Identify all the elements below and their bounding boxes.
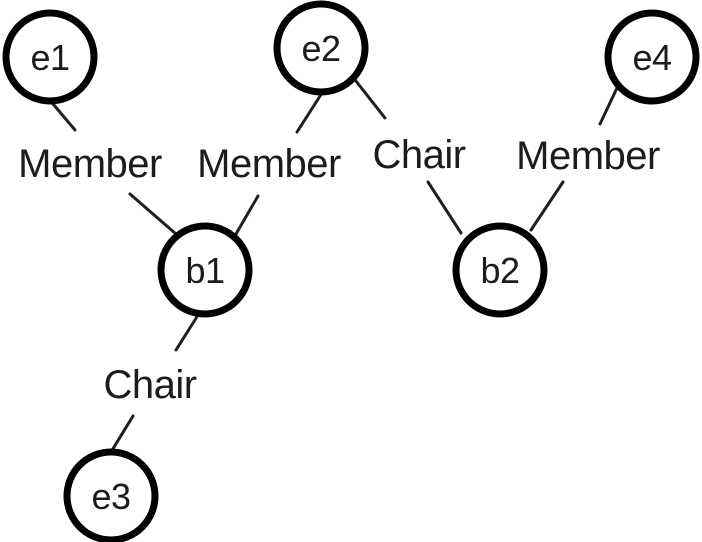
edge-line-seg-member-b1-left — [128, 192, 178, 236]
node-e2: e2 — [273, 0, 369, 96]
edge-line-seg-chair-b2 — [426, 180, 463, 235]
node-e4: e4 — [604, 9, 700, 105]
label-member-e2-b1: Member — [197, 142, 341, 186]
node-circle-b2 — [452, 222, 548, 318]
label-chair-e2-b2: Chair — [372, 133, 465, 177]
edge-line-seg-chair-e3 — [109, 414, 135, 454]
node-b2: b2 — [452, 222, 548, 318]
node-label-e4: e4 — [632, 37, 671, 78]
node-circle-e2 — [273, 0, 369, 96]
edge-line-seg-e4-member — [598, 86, 619, 126]
node-circle-b1 — [157, 222, 253, 318]
node-circle-e3 — [63, 448, 159, 542]
node-b1: b1 — [157, 222, 253, 318]
edge-line-seg-member-b1-right — [234, 194, 260, 236]
edge-line-seg-e2-member — [295, 91, 324, 134]
edge-layer — [46, 74, 619, 454]
node-circle-e1 — [2, 9, 98, 105]
edge-line-seg-b1-chair — [174, 310, 202, 352]
edge-line-seg-member-b2 — [529, 180, 565, 232]
node-e1: e1 — [2, 9, 98, 105]
node-label-e1: e1 — [30, 37, 69, 78]
label-member-e4-b2: Member — [516, 134, 660, 178]
node-circle-e4 — [604, 9, 700, 105]
label-chair-b1-e3: Chair — [103, 363, 196, 407]
edge-line-seg-e2-chair — [350, 74, 387, 120]
node-e3: e3 — [63, 448, 159, 542]
node-label-e3: e3 — [91, 476, 130, 517]
node-label-b1: b1 — [185, 250, 224, 291]
node-label-b2: b2 — [480, 250, 519, 291]
label-member-e1-b1: Member — [18, 142, 162, 186]
node-label-e2: e2 — [301, 28, 340, 69]
